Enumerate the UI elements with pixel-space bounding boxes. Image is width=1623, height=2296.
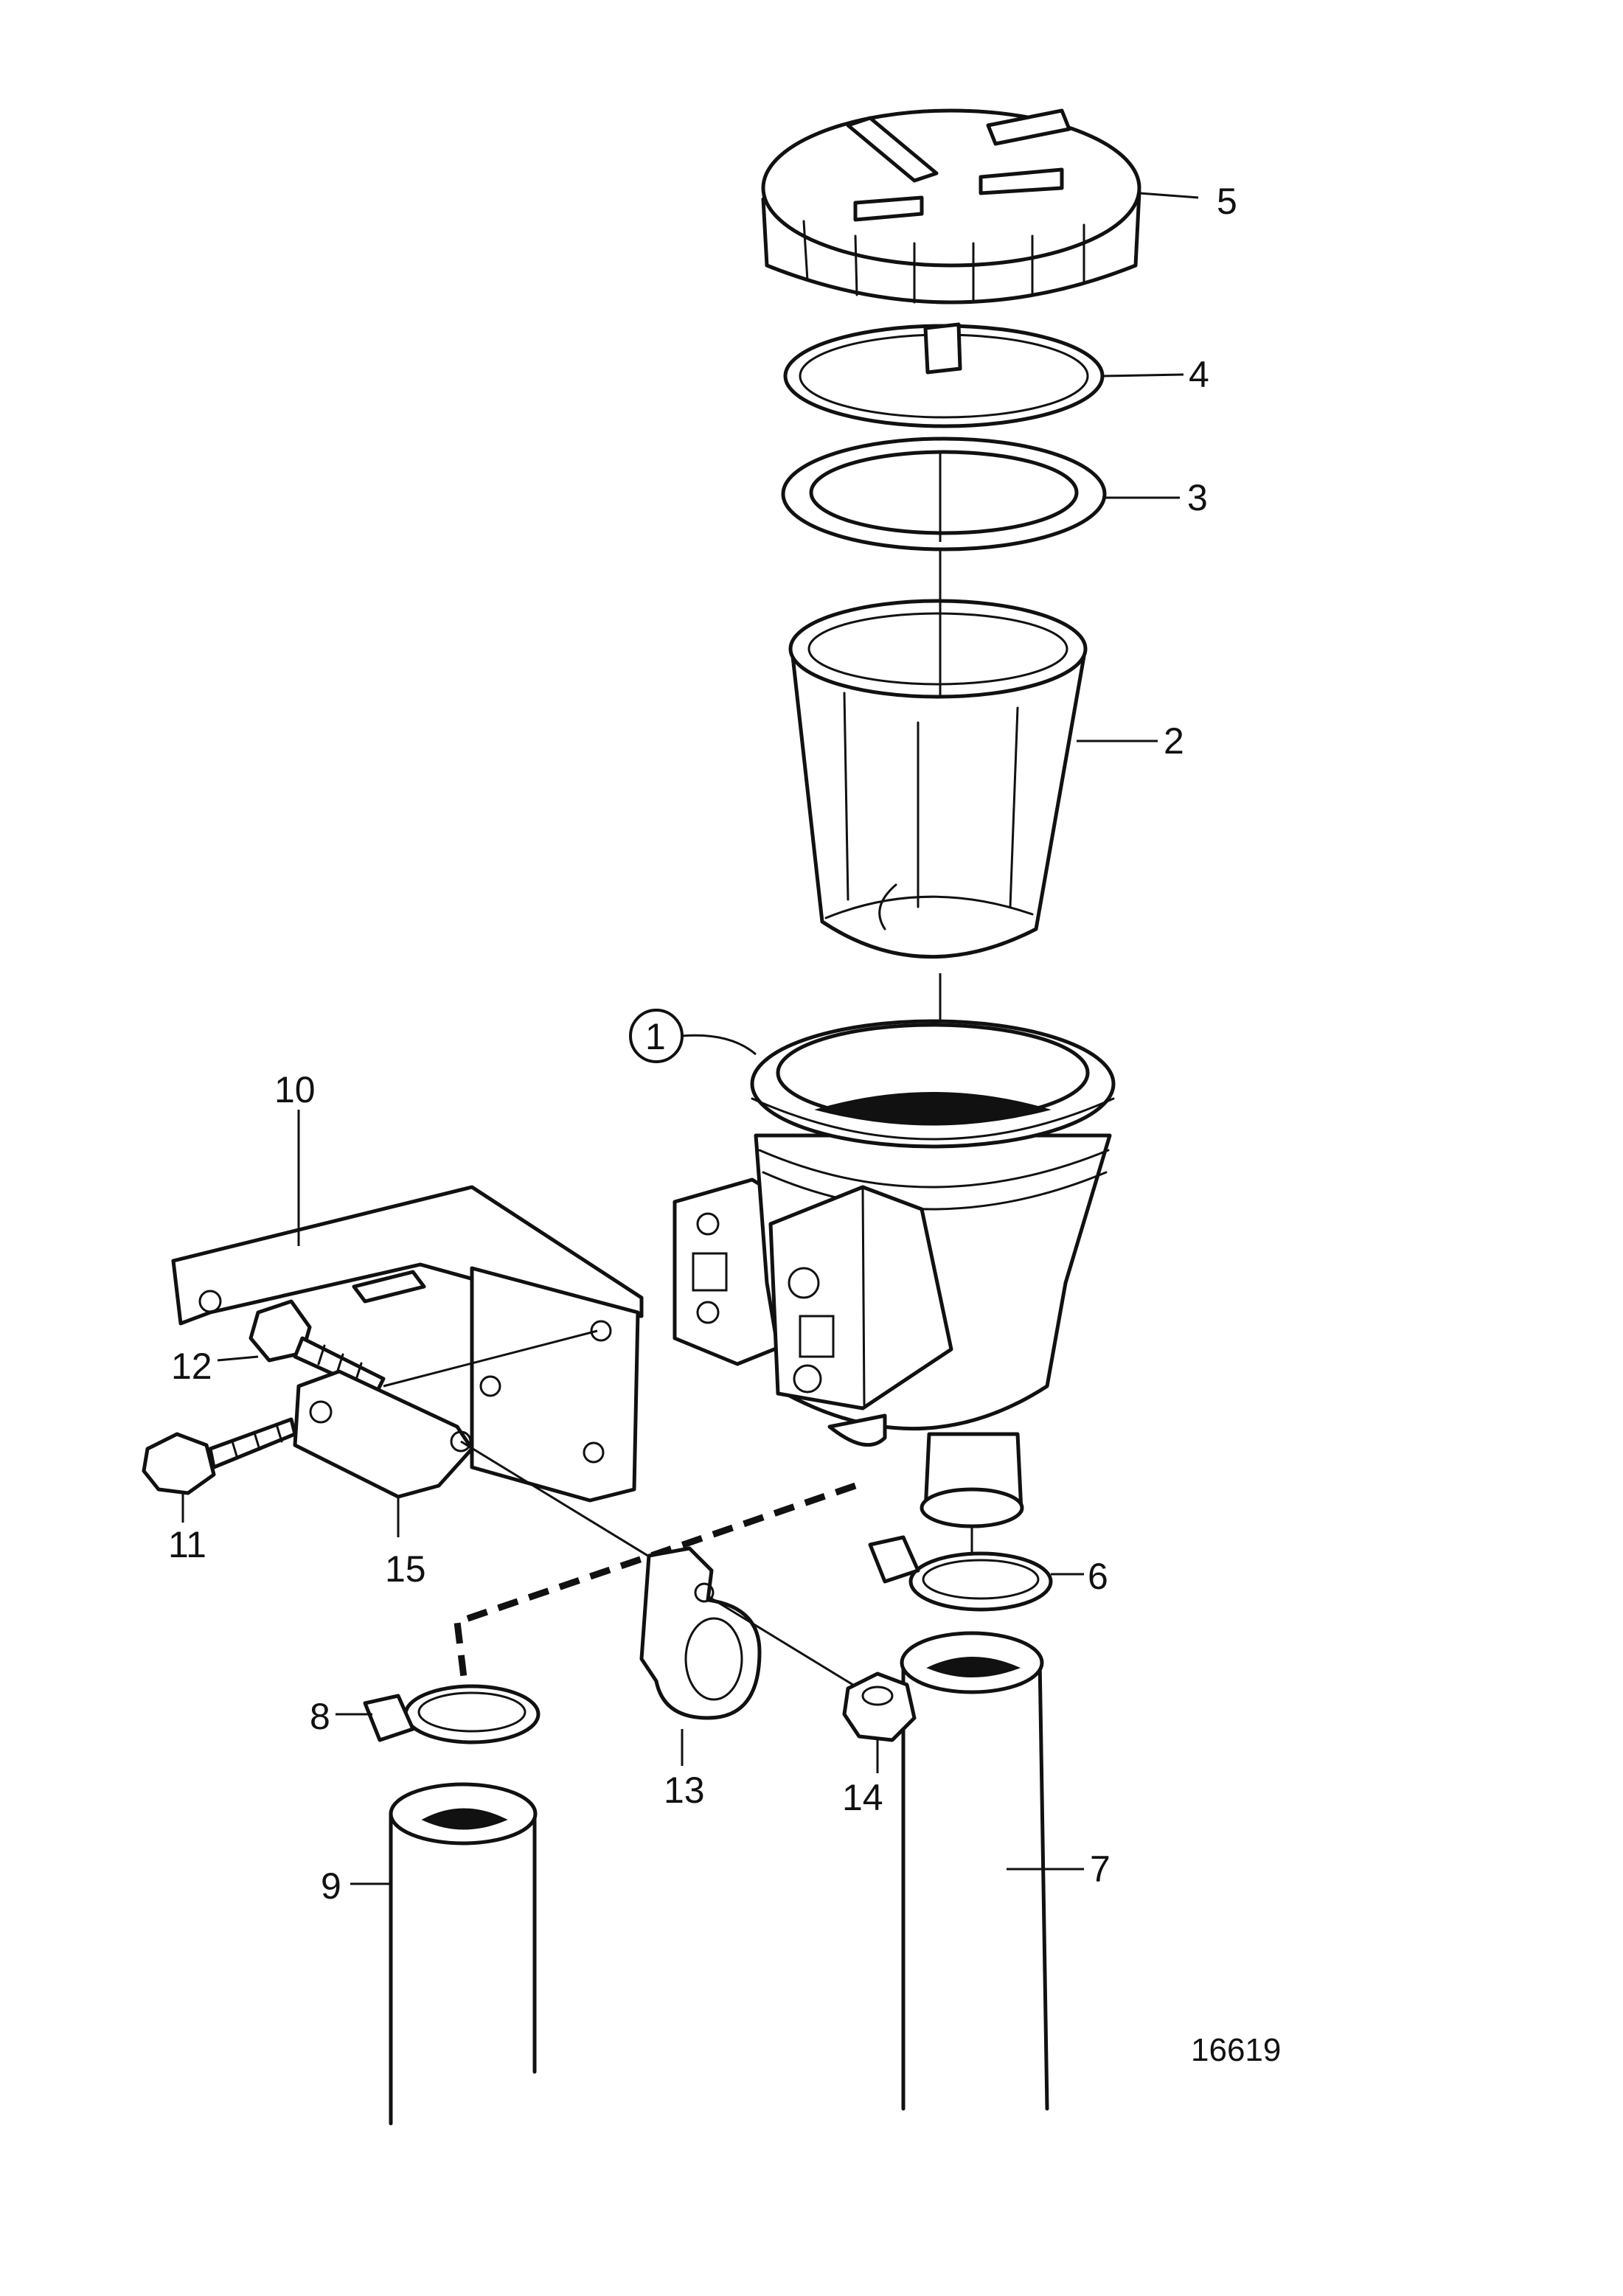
part-13-p-clip [639,1546,860,1766]
part-1-reservoir-body [673,1019,1116,1559]
part-3-seal-ring [781,436,1180,552]
callout-12: 12 [171,1346,212,1387]
callout-1-circle [629,1009,757,1063]
callout-14: 14 [842,1777,883,1818]
callout-6: 6 [1088,1556,1108,1597]
callout-3: 3 [1187,477,1208,518]
part-14-nut [842,1671,917,1773]
part-12-bolt [217,1299,598,1396]
part-11-bolt [142,1417,297,1523]
part-5-filler-cap [761,108,1199,305]
callout-4: 4 [1189,354,1209,395]
callout-9: 9 [321,1865,341,1907]
callout-10: 10 [274,1069,316,1110]
callout-11: 11 [168,1524,206,1565]
part-10-mounting-bracket [171,1110,644,1503]
assembly-dashed-line [453,1482,857,1697]
part-9-hose [350,1782,538,2126]
callout-7: 7 [1090,1848,1111,1890]
callout-1: 1 [645,1016,666,1057]
part-15-clamp-plate [293,1369,661,1565]
part-8-hose-clamp [336,1684,541,1744]
callout-8: 8 [310,1696,330,1737]
drawing-number: 16619 [1191,2032,1281,2068]
callout-13: 13 [664,1770,705,1811]
part-7-hose [900,1631,1084,2111]
callout-15: 15 [385,1548,426,1590]
part-2-filter-insert [788,549,1158,1091]
part-4-disc [783,322,1184,428]
callout-2: 2 [1164,720,1184,762]
callout-5: 5 [1217,181,1237,222]
part-6-hose-clamp [868,1535,1084,1612]
